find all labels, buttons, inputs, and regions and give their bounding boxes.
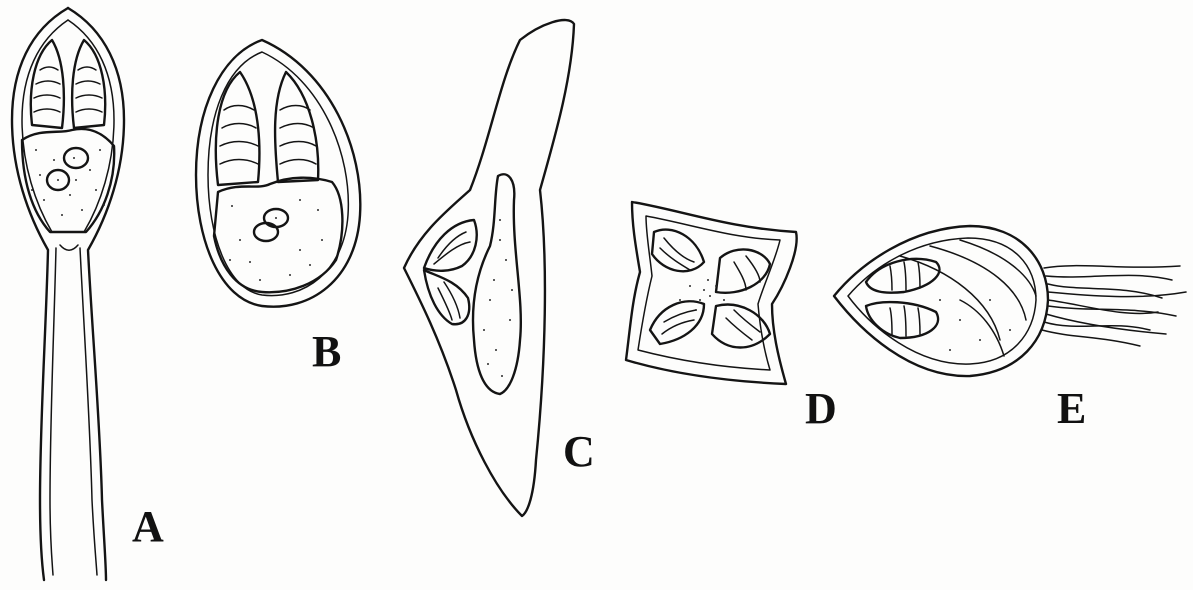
panel-label-c: C	[563, 430, 595, 474]
panel-label-b: B	[312, 330, 341, 374]
spore-d	[626, 202, 797, 384]
spore-c	[404, 20, 574, 516]
spore-b	[196, 40, 360, 307]
panel-label-d: D	[805, 387, 837, 431]
panel-label-a: A	[132, 505, 164, 549]
spore-e	[834, 226, 1186, 376]
panel-label-e: E	[1057, 387, 1086, 431]
spore-a	[12, 8, 124, 580]
